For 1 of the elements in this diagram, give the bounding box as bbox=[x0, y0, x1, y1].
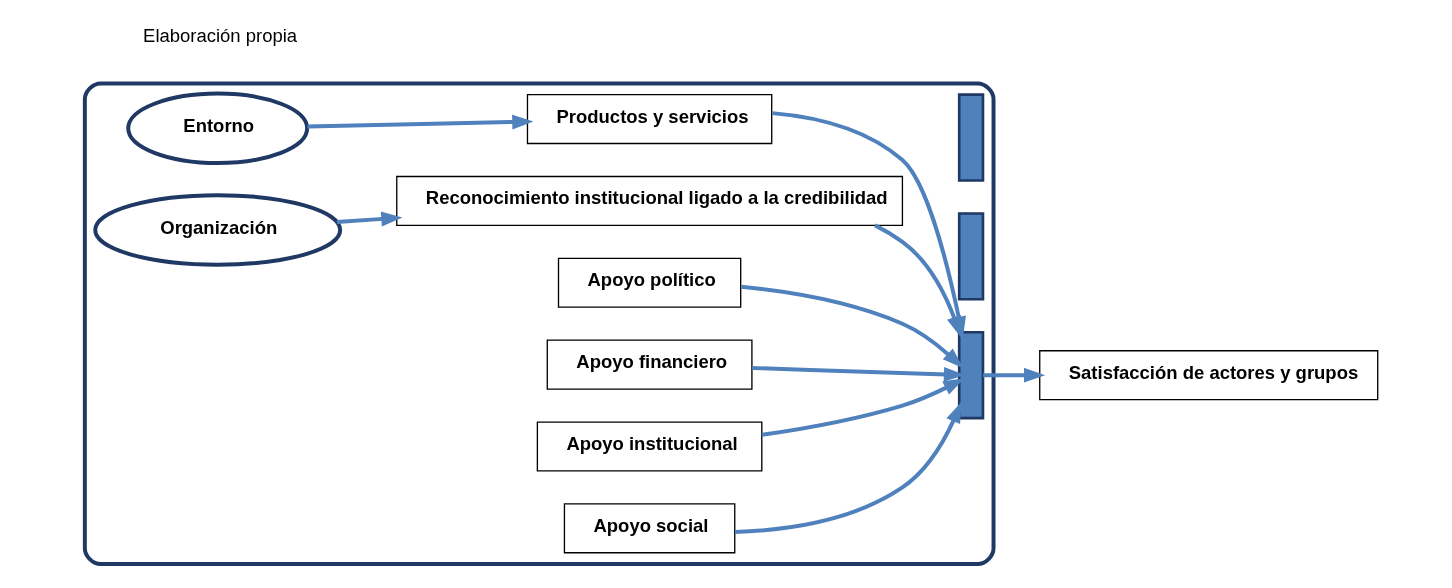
label: Elaboración propia bbox=[143, 25, 298, 47]
